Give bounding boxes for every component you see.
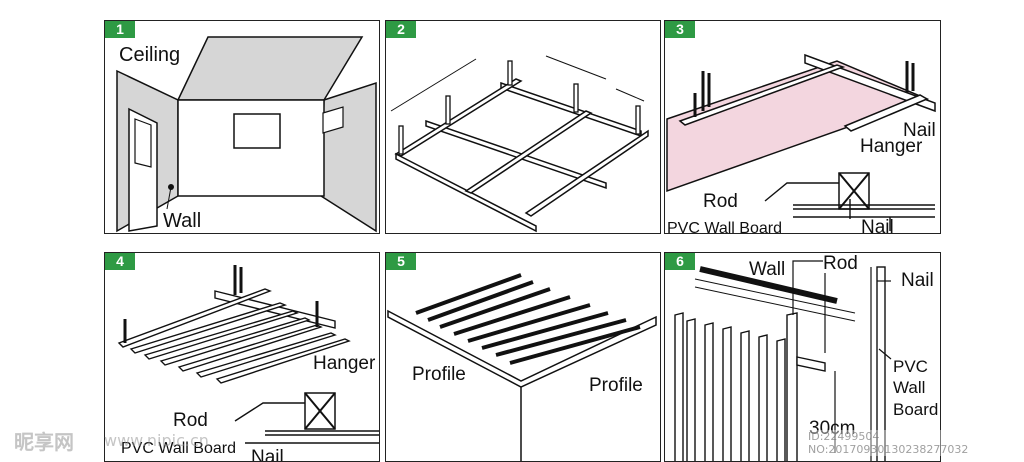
step-badge-2: 2 bbox=[386, 21, 416, 38]
watermark-brand: 昵享网 bbox=[14, 430, 74, 454]
label-rod-6: Rod bbox=[823, 253, 858, 274]
step-badge-1: 1 bbox=[105, 21, 135, 38]
panel-3: 3 Nail Hanger Rod PVC Wall Board bbox=[664, 20, 941, 234]
label-wall-6: Wall bbox=[749, 259, 785, 280]
room-illustration: Ceiling Wall bbox=[116, 36, 377, 233]
label-wall-board-6a: Wall bbox=[893, 378, 925, 397]
label-pvc-6: PVC bbox=[893, 357, 928, 376]
label-nail-4: Nail bbox=[251, 447, 284, 462]
board-wall-illustration: Wall Rod Nail PVC Wall Board 30cm bbox=[674, 253, 938, 461]
label-wall-board-6b: Board bbox=[893, 400, 938, 419]
panel-5: 5 Profile Profile bbox=[385, 252, 661, 462]
board-install-illustration: Nail Hanger Rod PVC Wall Board Nail bbox=[666, 53, 936, 234]
label-30cm: 30cm bbox=[809, 418, 855, 439]
label-nail: Nail bbox=[903, 120, 936, 141]
label-pvc-wall-board: PVC Wall Board bbox=[667, 220, 782, 234]
label-profile-left: Profile bbox=[412, 364, 466, 385]
watermark-url: www.nipic.cn bbox=[104, 431, 209, 450]
label-profile-right: Profile bbox=[589, 375, 643, 396]
panel-2: 2 bbox=[385, 20, 661, 234]
profile-illustration: Profile Profile bbox=[387, 273, 657, 461]
label-hanger-4: Hanger bbox=[313, 353, 376, 374]
step-badge-5: 5 bbox=[386, 253, 416, 270]
step-badge-6: 6 bbox=[665, 253, 695, 270]
step-badge-4: 4 bbox=[105, 253, 135, 270]
panel-6: 6 Wall Rod Nail PVC bbox=[664, 252, 941, 462]
label-wall: Wall bbox=[163, 210, 201, 232]
label-rod-4: Rod bbox=[173, 410, 208, 431]
label-ceiling: Ceiling bbox=[119, 44, 180, 66]
label-pvc-wall-board-4: PVC Wall Board bbox=[121, 440, 236, 457]
step-badge-3: 3 bbox=[665, 21, 695, 38]
panel-4: 4 Hanger Rod PVC Wall Board bbox=[104, 252, 380, 462]
rod-install-illustration: Hanger Rod PVC Wall Board Nail bbox=[117, 265, 379, 462]
label-nail-6: Nail bbox=[901, 270, 934, 291]
panel-1: 1 Ceiling Wall bbox=[104, 20, 380, 234]
label-nail-2: Nail bbox=[861, 217, 894, 234]
label-hanger: Hanger bbox=[860, 136, 923, 157]
frame-grid-illustration bbox=[390, 55, 649, 233]
watermark-id: ID:22499504 NO:20170930130238277032 bbox=[808, 430, 1024, 456]
label-rod: Rod bbox=[703, 191, 738, 212]
